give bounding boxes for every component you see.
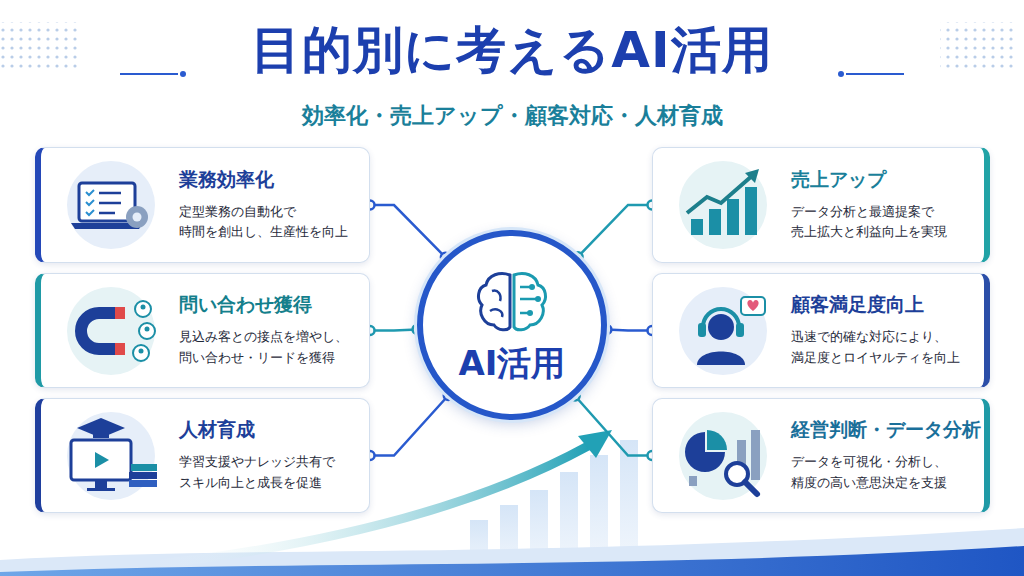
title-rule: [120, 73, 178, 75]
subtitle-label: 効率化・売上アップ・顧客対応・人材育成: [0, 102, 1024, 131]
purpose-card: 顧客満足度向上迅速で的確な対応により、 満足度とロイヤルティを向上: [652, 273, 990, 388]
connector: [574, 201, 657, 262]
node-heading: 経営判断・データ分析: [791, 417, 974, 442]
connector-line: [370, 329, 417, 330]
dot-grid: [0, 22, 78, 72]
e-learning-icon: [55, 410, 167, 502]
purpose-card: 人材育成学習支援やナレッジ共有で スキル向上と成長を促進: [35, 398, 370, 513]
brain-icon: [470, 267, 554, 337]
node-heading: AI活用: [459, 343, 566, 384]
magnet-icon: [55, 285, 167, 377]
purpose-card: 業務効率化定型業務の自動化で 時間を創出し、生産性を向上: [35, 147, 370, 263]
purpose-card: 経営判断・データ分析データを可視化・分析し、 精度の高い意思決定を支援: [652, 398, 990, 513]
node-heading: 問い合わせ獲得: [179, 292, 359, 317]
connector: [602, 325, 656, 335]
title-rule-dot: [838, 71, 844, 77]
title-rule-dot: [180, 71, 186, 77]
title-rule: [846, 73, 904, 75]
laptop-icon: [55, 159, 167, 251]
purpose-card: 問い合わせ獲得見込み客との接点を増やし、 問い合わせ・リードを獲得: [35, 273, 370, 388]
node-body: 学習支援やナレッジ共有で スキル向上と成長を促進: [179, 452, 359, 494]
node-body: データを可視化・分析し、 精度の高い意思決定を支援: [791, 452, 974, 494]
node-heading: 売上アップ: [791, 167, 974, 192]
node-heading: 人材育成: [179, 417, 359, 442]
node-heading: 業務効率化: [179, 167, 359, 192]
connector: [366, 391, 453, 460]
connector: [366, 201, 450, 262]
headset-icon: [667, 285, 779, 377]
node-heading: 顧客満足度向上: [791, 292, 974, 317]
growth-arrowhead: [578, 430, 612, 458]
node-body: 迅速で的確な対応により、 満足度とロイヤルティを向上: [791, 327, 974, 369]
connector-line: [575, 396, 652, 455]
dot-grid: [940, 22, 1018, 72]
node-body: データ分析と最適提案で 売上拡大と利益向上を実現: [791, 202, 974, 244]
node-body: 定型業務の自動化で 時間を創出し、生産性を向上: [179, 202, 359, 244]
connector: [366, 325, 422, 335]
purpose-card: 売上アップデータ分析と最適提案で 売上拡大と利益向上を実現: [652, 147, 990, 263]
growth-chart-icon: [667, 159, 779, 251]
diagram-title: 目的別に考えるAI活用: [0, 20, 1024, 80]
connector-line: [370, 205, 445, 257]
connector-line: [578, 205, 652, 257]
analytics-icon: [667, 410, 779, 502]
connector-line: [370, 395, 448, 455]
node-body: 見込み客との接点を増やし、 問い合わせ・リードを獲得: [179, 327, 359, 369]
connector: [571, 392, 657, 460]
connector-line: [607, 329, 652, 330]
hub-circle: AI活用: [417, 230, 607, 420]
